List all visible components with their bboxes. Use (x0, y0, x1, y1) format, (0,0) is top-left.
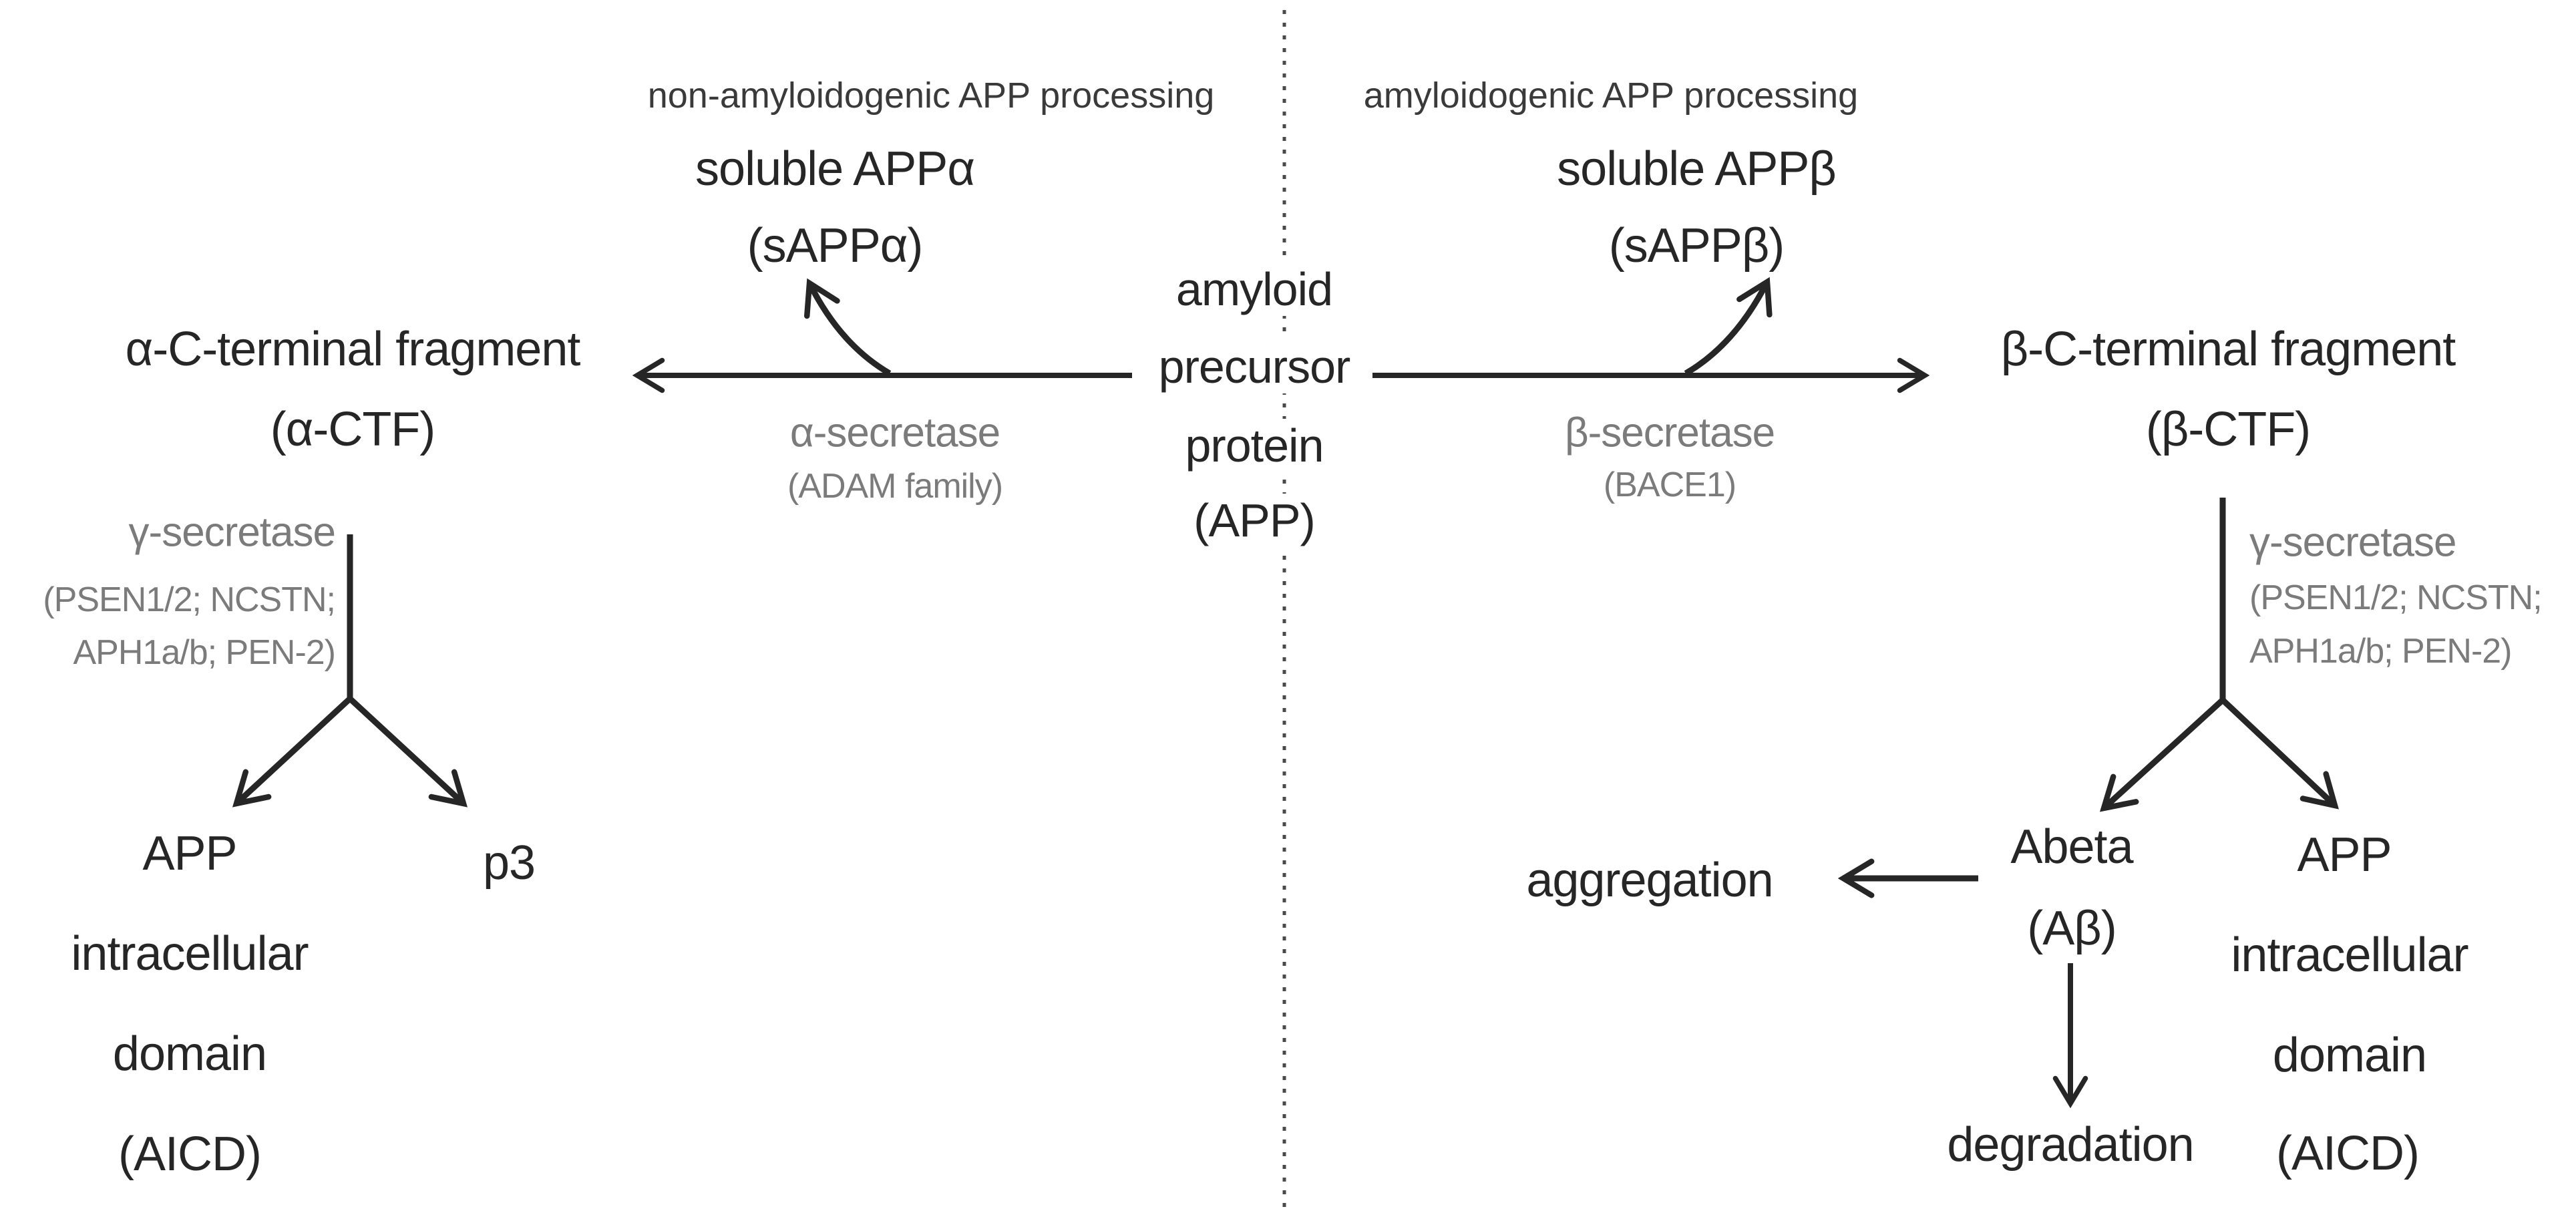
label-gamma-components-left-2: APH1a/b; PEN-2) (73, 633, 336, 672)
label-bace1: (BACE1) (1603, 466, 1736, 504)
label-aicd-right-app: APP (2297, 828, 2392, 882)
label-aicd-left-intracellular: intracellular (71, 927, 309, 981)
label-p3: p3 (482, 836, 536, 890)
label-degradation: degradation (1947, 1118, 2194, 1172)
header-non-amyloidogenic: non-amyloidogenic APP processing (647, 75, 1215, 116)
label-aicd-left-abbrev: (AICD) (118, 1127, 262, 1181)
arrow-beta-ctf-to-aicd (2220, 697, 2339, 810)
label-gamma-components-right-2: APH1a/b; PEN-2) (2249, 632, 2512, 671)
label-aicd-right-intracellular: intracellular (2231, 928, 2468, 982)
label-gamma-secretase-left: γ-secretase (128, 509, 336, 556)
label-alpha-ctf-abbrev: (α-CTF) (270, 403, 436, 456)
label-sappbeta: (sAPPβ) (1608, 219, 1785, 273)
label-aicd-right-abbrev: (AICD) (2276, 1127, 2420, 1180)
label-gamma-secretase-right: γ-secretase (2249, 519, 2456, 566)
label-gamma-components-left-1: (PSEN1/2; NCSTN; (43, 580, 336, 619)
label-app-line-abbrev: (APP) (1187, 494, 1322, 547)
label-app-line-protein: protein (1178, 419, 1330, 472)
arrow-release-sappbeta (1684, 277, 1773, 376)
label-app-line-precursor: precursor (1151, 340, 1357, 393)
label-alpha-secretase: α-secretase (789, 409, 1000, 456)
label-beta-ctf-abbrev: (β-CTF) (2145, 403, 2311, 456)
label-abeta-abbrev: (Aβ) (2027, 902, 2117, 955)
label-aicd-left-app: APP (142, 827, 237, 880)
label-sappalpha: (sAPPα) (747, 219, 924, 273)
label-alpha-ctf-full: α-C-terminal fragment (125, 323, 581, 376)
arrow-release-sappalpha (804, 278, 892, 376)
header-amyloidogenic: amyloidogenic APP processing (1363, 75, 1859, 116)
label-beta-ctf-full: β-C-terminal fragment (2000, 323, 2456, 376)
label-aicd-left-domain: domain (112, 1027, 267, 1081)
label-abeta: Abeta (2010, 820, 2133, 874)
label-soluble-appbeta: soluble APPβ (1557, 142, 1837, 196)
label-aicd-right-domain: domain (2272, 1029, 2427, 1082)
arrow-beta-ctf-to-abeta (2099, 697, 2225, 812)
label-adam-family: (ADAM family) (787, 467, 1003, 506)
arrow-alpha-ctf-to-aicd (232, 696, 353, 808)
label-soluble-appalpha: soluble APPα (695, 142, 975, 196)
label-gamma-components-right-1: (PSEN1/2; NCSTN; (2249, 578, 2543, 617)
label-aggregation: aggregation (1526, 854, 1773, 907)
label-beta-secretase: β-secretase (1564, 409, 1775, 456)
label-app-line-amyloid: amyloid (1169, 262, 1340, 316)
arrow-alpha-ctf-to-p3 (347, 696, 468, 808)
